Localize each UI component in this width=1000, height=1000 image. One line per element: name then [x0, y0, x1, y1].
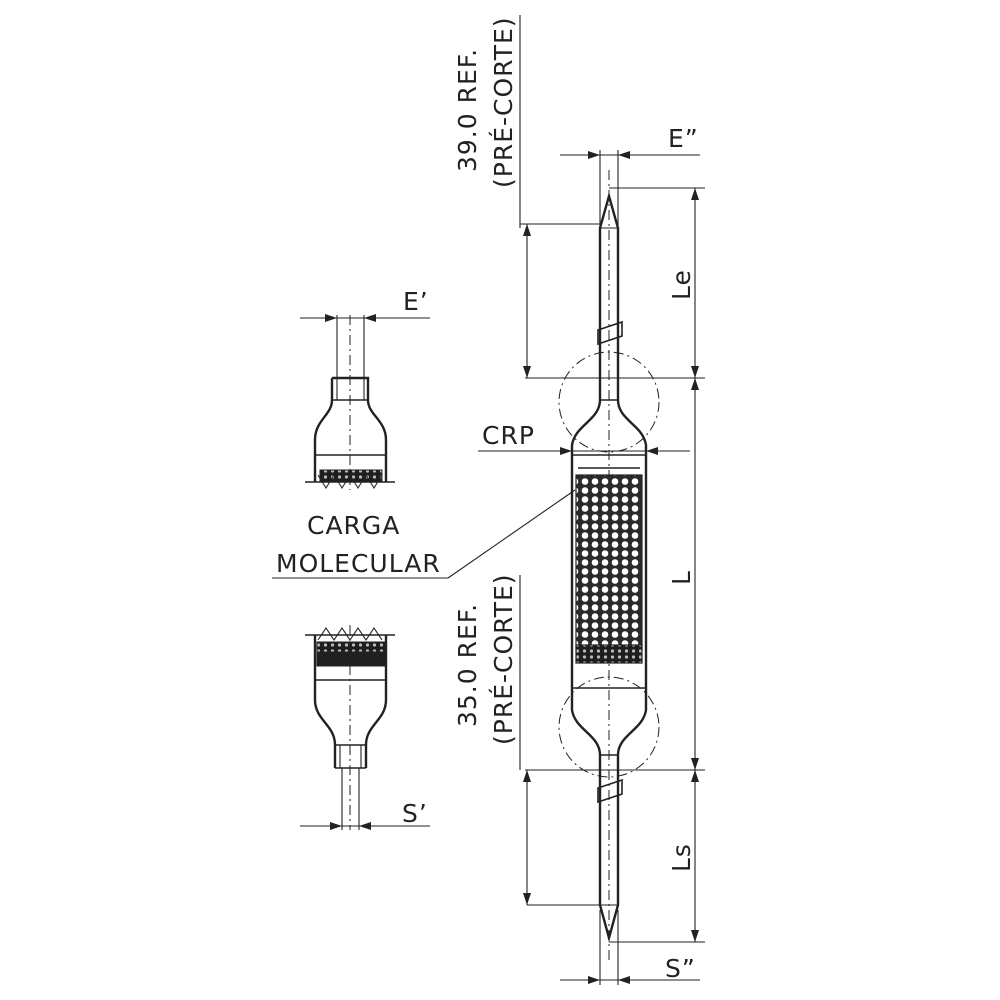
label-carga: CARGA [307, 511, 400, 540]
dimension-crp [478, 447, 690, 455]
dimension-s-double [560, 910, 700, 985]
label-e-double: E” [668, 124, 699, 153]
main-filter-body [558, 170, 660, 960]
label-crp: CRP [482, 421, 535, 450]
dimension-l [525, 377, 705, 771]
label-molecular: MOLECULAR [276, 549, 441, 578]
dimension-le [609, 187, 705, 378]
dimension-ls [609, 770, 705, 943]
label-le: Le [667, 269, 696, 300]
label-ls: Ls [667, 843, 696, 872]
dimension-ref-top [519, 15, 600, 378]
detail-outlet [300, 625, 430, 830]
label-ref-top-line2: (PRÉ-CORTE) [489, 16, 518, 188]
label-l: L [667, 570, 696, 585]
dimension-e-double [560, 150, 700, 228]
detail-inlet [300, 314, 430, 490]
label-e-single: E’ [403, 287, 429, 316]
label-s-single: S’ [402, 799, 428, 828]
label-ref-bottom-line2: (PRÉ-CORTE) [489, 573, 518, 745]
label-s-double: S” [665, 954, 696, 983]
leader-carga-molecular [272, 489, 576, 579]
label-ref-bottom-line1: 35.0 REF. [453, 603, 482, 727]
dimension-ref-bottom [519, 575, 600, 906]
label-ref-top-line1: 39.0 REF. [453, 48, 482, 172]
